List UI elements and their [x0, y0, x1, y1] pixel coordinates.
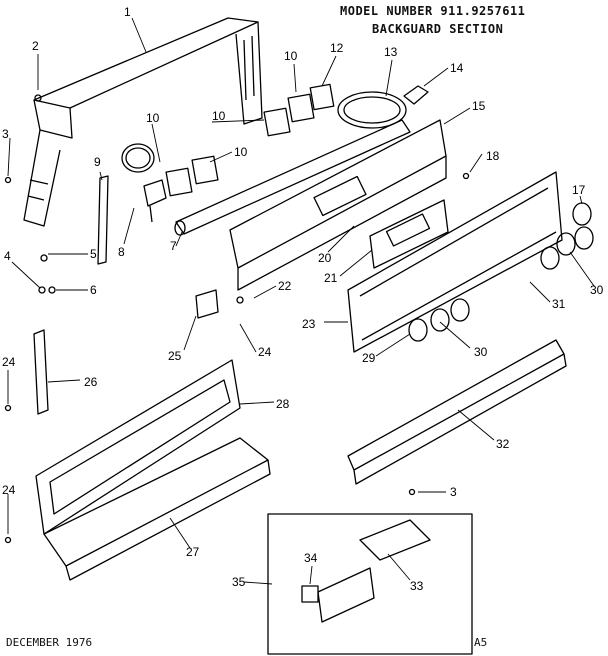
- callout-labels: 1 2 3 4 5 6 7 8 9 10 10 10 10 12 13 14 1…: [2, 5, 604, 593]
- model-number-title: MODEL NUMBER 911.9257611: [340, 4, 526, 18]
- callout-21: 21: [324, 271, 338, 285]
- part-small-plate: [195, 289, 219, 319]
- part-circular-lamp: [337, 91, 407, 129]
- callout-18: 18: [486, 149, 500, 163]
- part-control-panel-faceplate: [347, 171, 563, 353]
- part-screws: [4, 94, 470, 544]
- callout-10b: 10: [234, 145, 248, 159]
- callout-9: 9: [94, 155, 101, 169]
- callout-35: 35: [232, 575, 246, 589]
- part-side-strip: [33, 329, 49, 415]
- part-lower-shelf: [43, 437, 271, 581]
- part-clock-timer: [121, 143, 167, 223]
- callout-34: 34: [304, 551, 318, 565]
- callout-20: 20: [318, 251, 332, 265]
- part-switches: [165, 83, 335, 197]
- callout-10a: 10: [146, 111, 160, 125]
- callout-26: 26: [84, 375, 98, 389]
- part-35-group-box: [267, 513, 473, 655]
- part-bracket-rod: [97, 175, 109, 265]
- callout-1: 1: [124, 5, 131, 19]
- footer-page-code: A5: [474, 636, 488, 649]
- callout-14: 14: [450, 61, 464, 75]
- part-backguard-frame: [23, 17, 263, 227]
- footer-date: DECEMBER 1976: [6, 636, 93, 649]
- part-control-panel-bracket: [229, 119, 447, 291]
- callout-13: 13: [384, 45, 398, 59]
- part-starter: [403, 85, 429, 105]
- callout-10c: 10: [212, 109, 226, 123]
- callout-3: 3: [2, 127, 9, 141]
- callout-7: 7: [170, 239, 177, 253]
- part-knobs: [408, 202, 594, 342]
- callout-28: 28: [276, 397, 290, 411]
- callout-15: 15: [472, 99, 486, 113]
- part-frame-28: [35, 359, 241, 535]
- callout-22: 22: [278, 279, 292, 293]
- section-title: BACKGUARD SECTION: [372, 22, 504, 36]
- callout-29: 29: [362, 351, 376, 365]
- callout-24b: 24: [2, 355, 16, 369]
- callout-17: 17: [572, 183, 586, 197]
- callout-24c: 24: [2, 483, 16, 497]
- part-clock-panel: [369, 199, 449, 269]
- callout-6: 6: [90, 283, 97, 297]
- callout-2: 2: [32, 39, 39, 53]
- callout-10d: 10: [284, 49, 298, 63]
- callout-5: 5: [90, 247, 97, 261]
- callout-32: 32: [496, 437, 510, 451]
- callout-24a: 24: [258, 345, 272, 359]
- callout-12: 12: [330, 41, 344, 55]
- part-trim-strip: [347, 339, 567, 485]
- callout-25: 25: [168, 349, 182, 363]
- leader-lines: [7, 17, 595, 585]
- callout-31: 31: [552, 297, 566, 311]
- callout-3b: 3: [450, 485, 457, 499]
- callout-4: 4: [4, 249, 11, 263]
- callout-30b: 30: [590, 283, 604, 297]
- callout-27: 27: [186, 545, 200, 559]
- callout-23: 23: [302, 317, 316, 331]
- callout-8: 8: [118, 245, 125, 259]
- callout-33: 33: [410, 579, 424, 593]
- part-fluorescent-tube: [174, 119, 411, 236]
- callout-30a: 30: [474, 345, 488, 359]
